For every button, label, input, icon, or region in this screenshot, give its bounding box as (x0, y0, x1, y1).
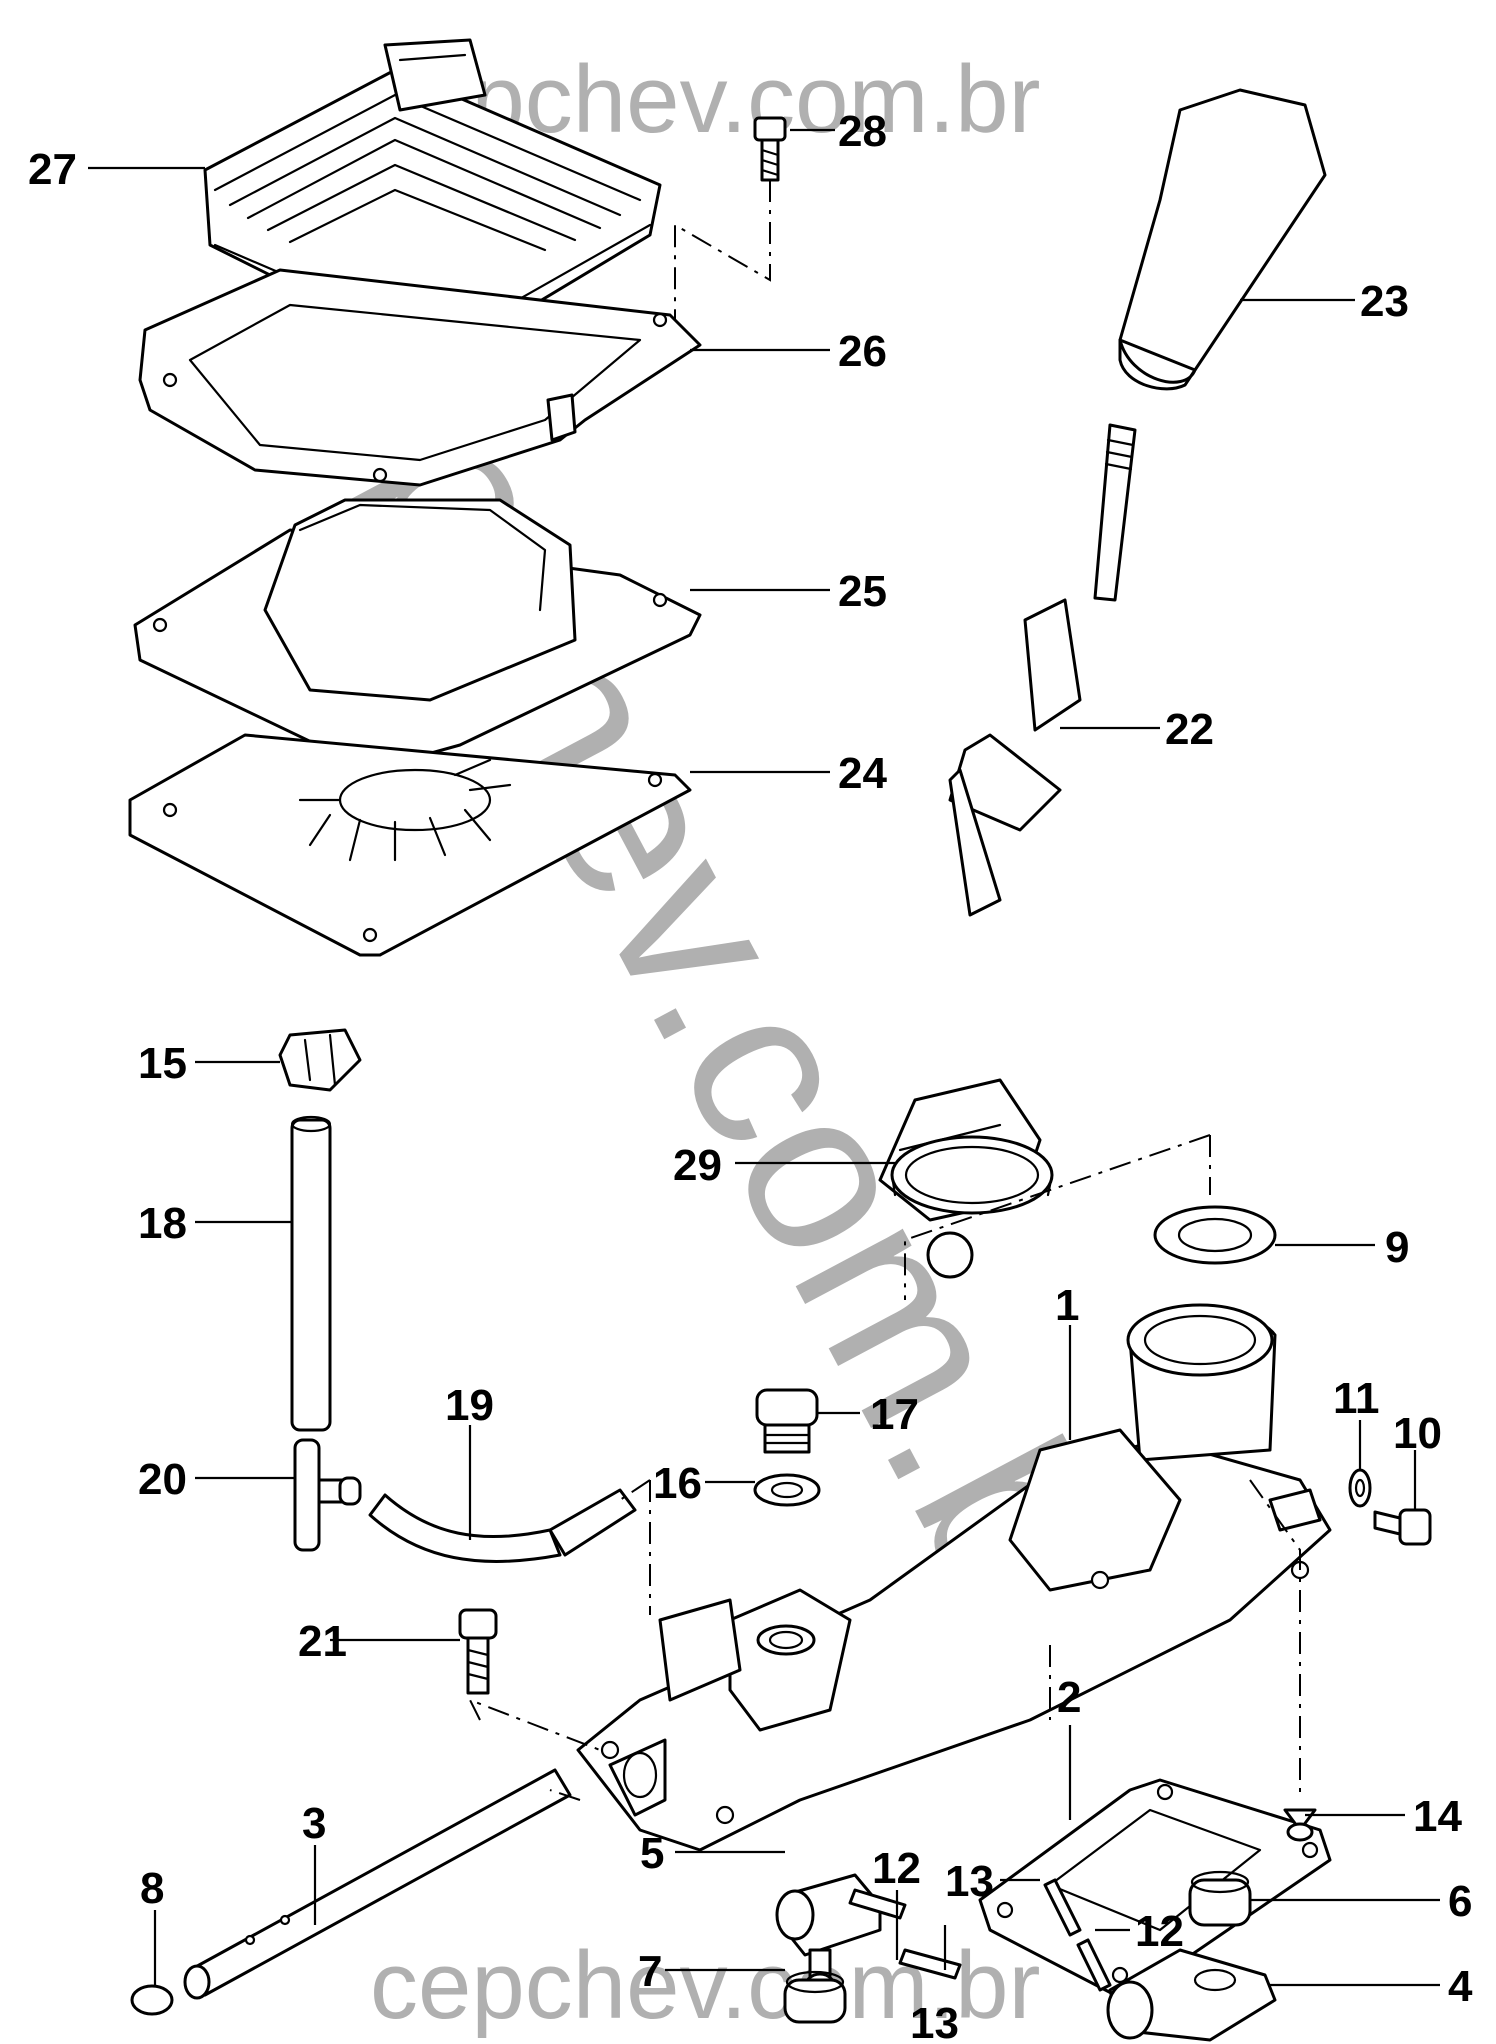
part-15-bump-stop (278, 1028, 362, 1092)
part-27-shift-boot (203, 38, 662, 327)
callout-12a: 12 (872, 1844, 921, 1893)
part-28-screw (753, 116, 787, 182)
part-14-screw (1283, 1808, 1317, 1842)
part-18-rod (290, 1115, 332, 1432)
callout-1: 1 (1055, 1281, 1079, 1330)
callout-7: 7 (638, 1947, 662, 1996)
callout-3: 3 (302, 1799, 326, 1848)
callout-18: 18 (138, 1199, 187, 1248)
callout-28: 28 (838, 107, 887, 156)
callout-5: 5 (640, 1829, 664, 1878)
callout-19: 19 (445, 1381, 494, 1430)
callout-10: 10 (1393, 1409, 1442, 1458)
callout-14: 14 (1413, 1792, 1462, 1841)
callout-27: 27 (28, 145, 77, 194)
part-7-bushing (783, 1970, 847, 2024)
part-9-grommet (1153, 1205, 1277, 1265)
callout-16: 16 (653, 1459, 702, 1508)
part-4-selector-block (1106, 1948, 1277, 2042)
part-16-washer (753, 1473, 821, 1507)
callout-21: 21 (298, 1617, 347, 1666)
callout-25: 25 (838, 567, 887, 616)
callout-2: 2 (1057, 1673, 1081, 1722)
part-3-shaft (183, 1768, 572, 2000)
callout-15: 15 (138, 1039, 187, 1088)
callout-13b: 13 (910, 1999, 959, 2044)
part-23-shift-knob (1118, 88, 1327, 391)
part-6-bushing (1188, 1870, 1252, 1927)
part-25-inner-boot (133, 498, 702, 772)
part-10-bolt (1373, 1508, 1432, 1546)
part-17-plug (755, 1388, 819, 1454)
callout-9: 9 (1385, 1223, 1409, 1272)
callout-20: 20 (138, 1455, 187, 1504)
callout-29: 29 (673, 1141, 722, 1190)
callout-23: 23 (1360, 277, 1409, 326)
part-8-cap (130, 1984, 174, 2016)
callout-labels: 27 28 23 26 25 24 22 15 29 9 18 1 11 10 … (28, 107, 1473, 2044)
callout-22: 22 (1165, 705, 1214, 754)
part-12-13-pins (848, 1878, 1112, 1992)
leader-lines (88, 128, 1440, 1987)
part-2-gasket (978, 1778, 1332, 1997)
callout-26: 26 (838, 327, 887, 376)
callout-24: 24 (838, 749, 887, 798)
callout-4: 4 (1448, 1962, 1473, 2011)
part-1-shifter-housing (576, 1303, 1332, 1852)
part-24-gasket-plate (128, 733, 692, 957)
part-21-bolt (458, 1608, 498, 1695)
part-26-boot-retainer (138, 268, 702, 487)
part-19-hose (368, 1488, 637, 1563)
part-20-fitting (293, 1438, 362, 1552)
callout-13a: 13 (945, 1857, 994, 1906)
callout-12b: 12 (1135, 1907, 1184, 1956)
watermark-bottom: cepchev.com.br (370, 1932, 1041, 2039)
callout-6: 6 (1448, 1877, 1472, 1926)
assembly-lines (467, 180, 1301, 1801)
callout-11: 11 (1333, 1374, 1380, 1423)
part-11-washer (1348, 1468, 1372, 1508)
callout-8: 8 (140, 1864, 164, 1913)
part-29-clip-ring (890, 1135, 1054, 1215)
callout-17: 17 (870, 1390, 919, 1439)
